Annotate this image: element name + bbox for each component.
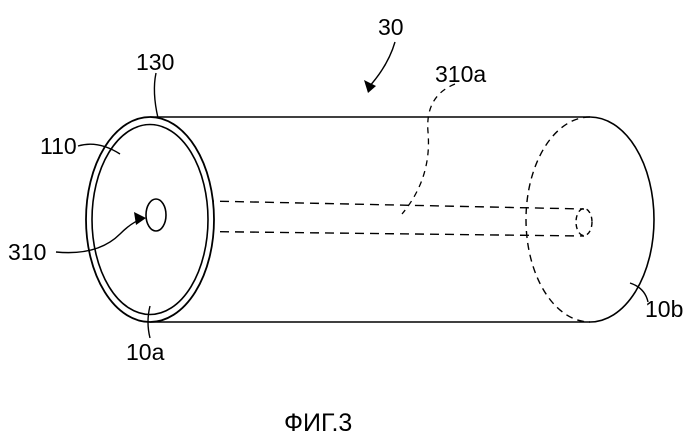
channel-top-hidden-line	[160, 200, 584, 209]
label-shell: 130	[136, 49, 174, 75]
leader-assembly-arrowhead	[364, 80, 376, 93]
channel-opening	[146, 199, 166, 231]
cylinder-right-end-visible	[590, 117, 654, 322]
label-channel: 310	[8, 239, 46, 265]
leader-assembly-arrow	[368, 42, 395, 88]
label-end-a: 10a	[126, 339, 165, 365]
cylinder-right-end-hidden	[526, 117, 590, 322]
channel-bottom-hidden-line	[160, 231, 584, 236]
label-assembly: 30	[378, 14, 404, 40]
leader-shell	[154, 73, 158, 118]
label-end-b: 10b	[645, 296, 683, 322]
figure-caption: ФИГ.3	[284, 409, 352, 437]
leader-channel-inner	[402, 84, 455, 214]
channel-far-end-hidden	[576, 209, 592, 236]
label-core: 110	[40, 133, 77, 159]
label-channel-inner: 310a	[435, 61, 486, 87]
